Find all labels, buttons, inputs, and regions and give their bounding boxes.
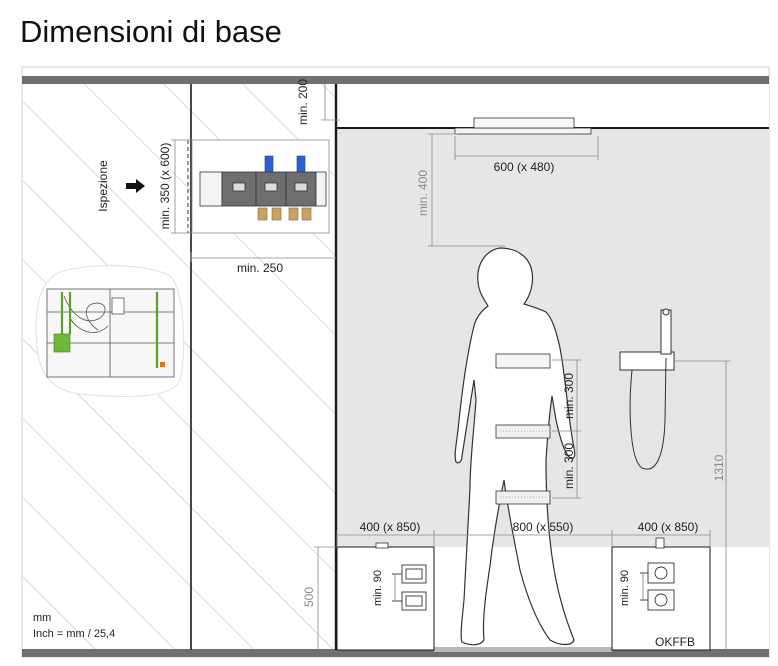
dim-600-label: 600 (x 480) xyxy=(494,160,555,174)
dim-1310 xyxy=(674,360,730,650)
dim-min-350 xyxy=(171,139,192,234)
min-200-label: min. 200 xyxy=(296,79,310,125)
niche-cap-right xyxy=(655,537,665,549)
ceiling-bar xyxy=(22,76,769,84)
body-jet-top xyxy=(495,353,551,369)
dim-min-300 xyxy=(552,359,581,499)
person-silhouette xyxy=(454,247,576,646)
dim-min-400-label: min. 400 xyxy=(416,170,430,216)
supply-pipes-blue xyxy=(264,155,306,173)
hand-shower-set xyxy=(619,308,675,470)
min-90-left-label: min. 90 xyxy=(372,570,384,606)
okffb-label: OKFFB xyxy=(655,635,695,649)
dim-400-right-label: 400 (x 850) xyxy=(638,520,699,534)
rain-shower-plate xyxy=(473,117,575,129)
detail-green-block xyxy=(53,333,71,353)
min-250-label: min. 250 xyxy=(237,261,283,275)
body-jet-middle xyxy=(495,424,551,439)
dim-600 xyxy=(454,136,599,160)
concealed-valve-unit xyxy=(199,171,327,207)
floor-bar xyxy=(22,649,769,657)
body-jet-bottom xyxy=(495,490,551,505)
detail-inset-drawing xyxy=(46,288,175,378)
dim-500-label: 500 xyxy=(302,587,316,607)
dim-500 xyxy=(314,546,337,650)
dim-bottom-widths xyxy=(336,530,711,547)
dim-min-250 xyxy=(190,252,336,262)
niche-cap-left xyxy=(375,542,389,549)
brass-fittings xyxy=(257,207,312,221)
rain-shower-head xyxy=(454,127,592,135)
page-title: Dimensioni di base xyxy=(20,14,282,49)
detail-marker xyxy=(160,362,165,367)
detail-green-pipes xyxy=(60,292,159,368)
dim-800-label: 800 (x 550) xyxy=(513,520,574,534)
dim-400-left-label: 400 (x 850) xyxy=(360,520,421,534)
dim-min-400 xyxy=(428,133,505,247)
arrow-right-icon xyxy=(126,179,145,193)
dim-min-300-b-label: min. 300 xyxy=(562,443,576,489)
dim-min-200 xyxy=(321,84,340,121)
ispezione-label: Ispezione xyxy=(96,160,110,212)
dim-min-300-a-label: min. 300 xyxy=(562,373,576,419)
dim-1310-label: 1310 xyxy=(712,454,726,481)
min-90-right-label: min. 90 xyxy=(619,570,631,606)
min-350-label: min. 350 (x 600) xyxy=(158,143,172,230)
niche-right-valves xyxy=(640,562,675,611)
drain-strip xyxy=(434,647,612,652)
niche-left-valves xyxy=(392,564,427,611)
unit-mm-label: mm xyxy=(33,612,51,624)
unit-inch-label: Inch = mm / 25,4 xyxy=(33,628,115,640)
